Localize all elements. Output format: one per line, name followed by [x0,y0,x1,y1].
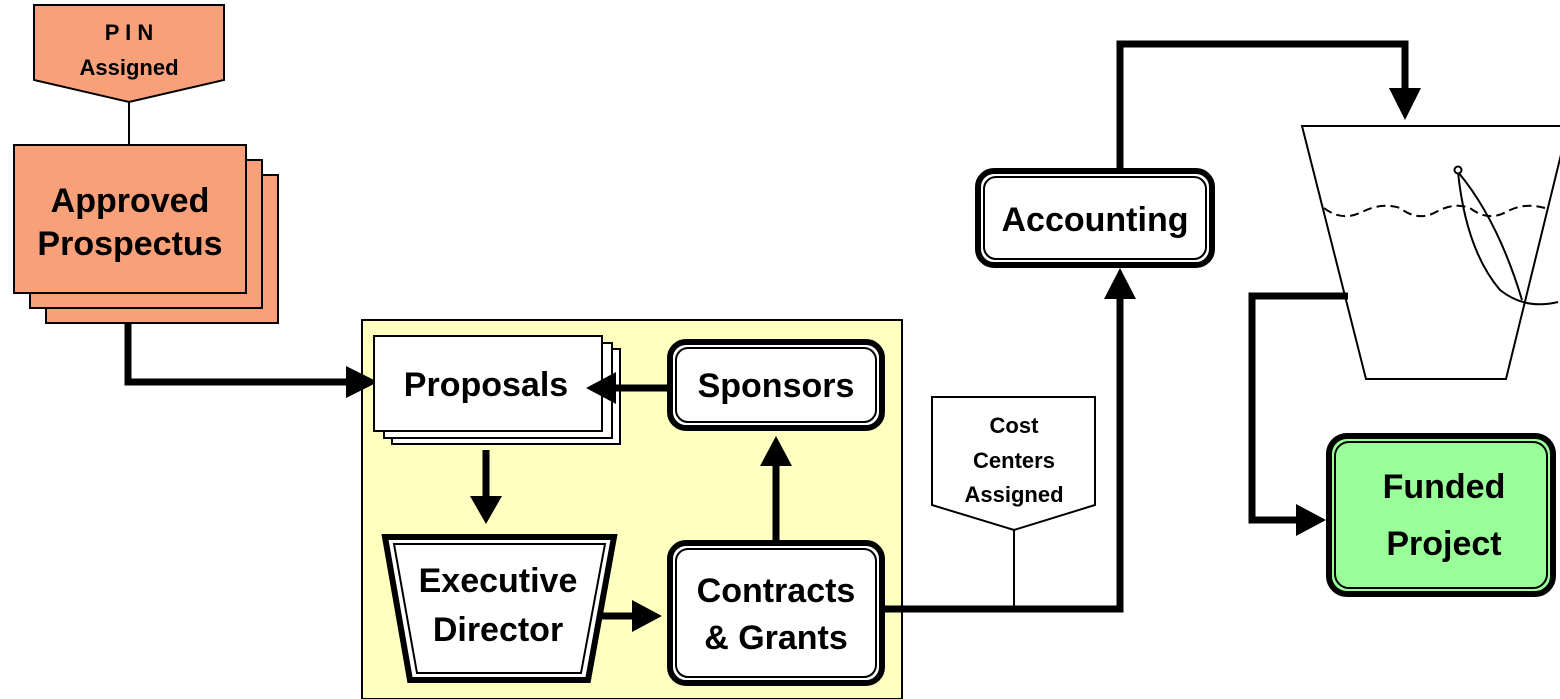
pin-tag-line1: P I N [105,20,154,45]
cost-centers-line2: Centers [973,448,1055,473]
funding-bucket-icon [1300,125,1560,380]
arrowhead-to-proposals [346,366,378,398]
arrowhead-to-funnel [1389,88,1421,120]
accounting-box: Accounting [975,168,1215,268]
arrowhead-to-director [470,496,502,524]
sponsors-label: Sponsors [698,367,855,405]
proposals-stack: Proposals [373,335,621,445]
arrowhead-to-proposals-from-sponsors [586,372,616,404]
accounting-label: Accounting [1002,201,1189,239]
arrowhead-to-accounting [1104,268,1136,299]
executive-director-line2: Director [433,611,563,649]
proposals-label: Proposals [404,366,568,404]
arrowhead-to-contracts [632,600,662,632]
connector-prospectus-to-proposals [124,323,350,386]
sponsors-box: Sponsors [667,339,885,431]
funded-project-line1: Funded [1383,468,1506,506]
arrowhead-to-funded [1296,504,1326,536]
contracts-grants-line2: & Grants [704,619,848,657]
executive-director-line1: Executive [419,562,578,600]
cost-centers-line3: Assigned [964,482,1063,507]
approved-prospectus-stack: Approved Prospectus [13,144,279,324]
pin-assigned-tag: P I N Assigned [33,4,225,147]
funded-project-line2: Project [1386,525,1501,563]
executive-director-shape: Executive Director [381,534,618,683]
contracts-grants-line1: Contracts [697,572,856,610]
approved-prospectus-line1: Approved [51,182,210,220]
approved-prospectus-line2: Prospectus [37,225,222,263]
connector-contracts-to-accounting [882,295,1124,613]
cost-centers-line1: Cost [990,413,1040,438]
cost-centers-tag: Cost Centers Assigned [931,396,1096,609]
contracts-grants-box: Contracts & Grants [667,540,885,686]
pin-tag-line2: Assigned [79,55,178,80]
connector-accounting-to-funnel [1116,40,1409,171]
connector-funnel-to-funded [1248,292,1348,524]
arrowhead-to-sponsors [760,436,792,466]
funded-project-box: Funded Project [1326,433,1556,597]
